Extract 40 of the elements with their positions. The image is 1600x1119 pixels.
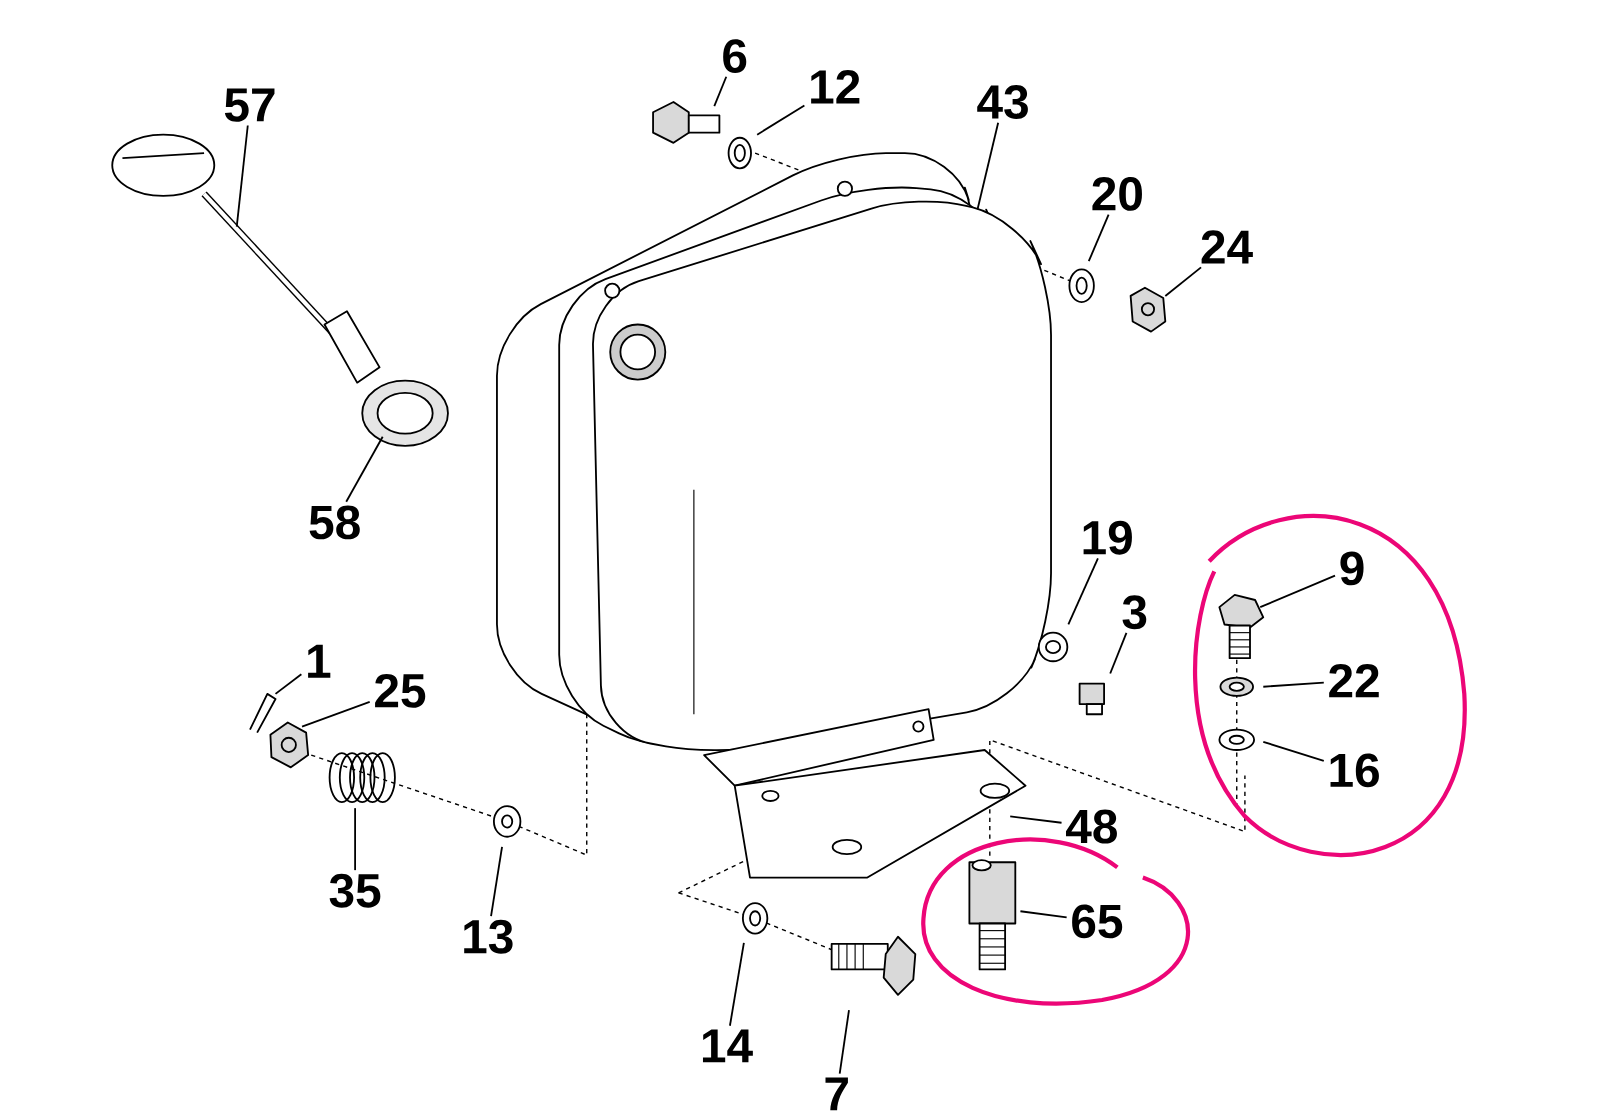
callout-number: 57 — [224, 88, 275, 122]
leader-line — [1262, 740, 1325, 762]
callout-number: 58 — [309, 505, 360, 540]
leader-line — [490, 845, 503, 917]
leader-line — [1259, 574, 1336, 608]
callout-number: 25 — [375, 673, 426, 708]
callout-number: 9 — [1340, 551, 1364, 586]
leader-line — [1009, 815, 1063, 824]
leader-line — [756, 104, 806, 136]
callout-number: 6 — [723, 39, 747, 73]
callout-number: 1 — [308, 644, 331, 678]
leader-line — [301, 700, 371, 728]
callout-number: 7 — [825, 1077, 848, 1111]
callout-number: 13 — [464, 919, 513, 954]
callout-number: 48 — [1066, 809, 1117, 844]
callout-number: 20 — [1092, 176, 1142, 211]
callout-number: 19 — [1083, 520, 1132, 555]
callout-number: 12 — [811, 69, 860, 104]
leader-line — [235, 124, 249, 228]
callout-number: 16 — [1330, 753, 1379, 788]
leader-line — [1109, 631, 1128, 675]
leader-line — [713, 75, 728, 107]
leader-line — [1262, 681, 1325, 688]
leader-line — [838, 1009, 850, 1075]
callout-number: 43 — [977, 84, 1028, 119]
leader-line — [976, 121, 1000, 210]
leader-line — [1164, 266, 1202, 297]
leader-line — [1067, 557, 1099, 626]
leader-line — [354, 807, 357, 871]
callout-number: 14 — [702, 1029, 753, 1063]
callout-number: 3 — [1122, 595, 1147, 629]
callout-number: 65 — [1072, 904, 1123, 939]
callout-number: 24 — [1201, 230, 1253, 264]
callout-number: 35 — [329, 873, 381, 908]
leader-line — [274, 673, 303, 695]
callout-number: 22 — [1329, 663, 1379, 698]
leader-line — [1087, 213, 1110, 262]
leader-line — [345, 435, 384, 503]
leader-line — [1019, 910, 1068, 919]
leader-line — [729, 941, 745, 1027]
